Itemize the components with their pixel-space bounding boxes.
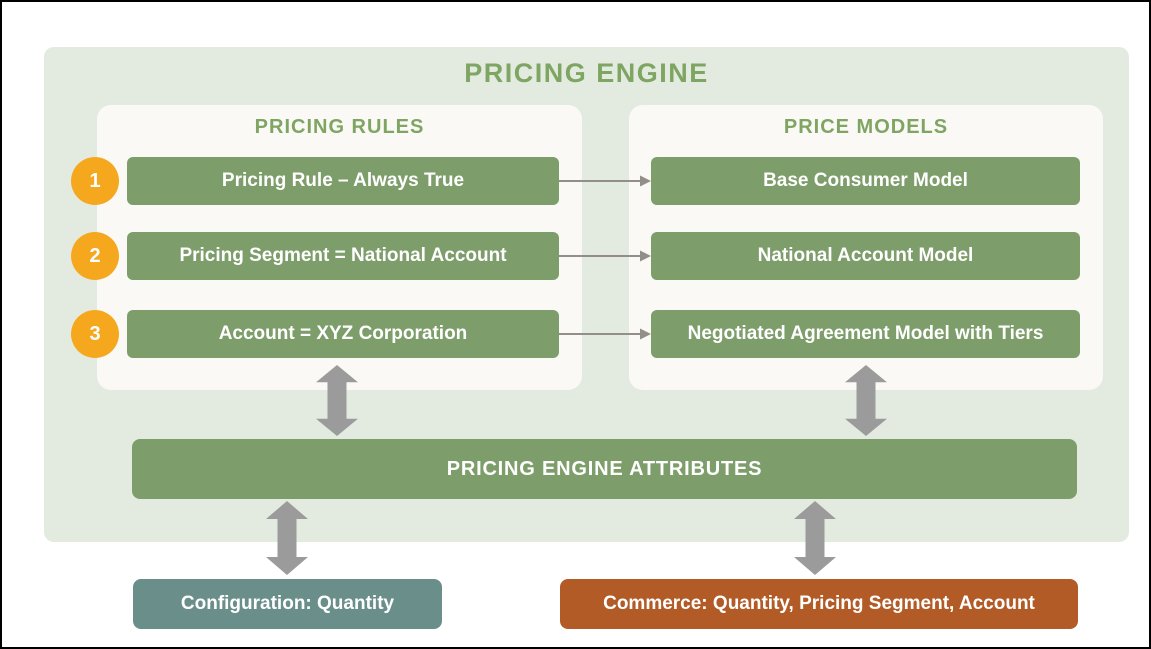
rule-box-3: Account = XYZ Corporation xyxy=(127,310,559,358)
price-models-panel-title: PRICE MODELS xyxy=(783,116,949,138)
model-box-2: National Account Model xyxy=(651,232,1080,280)
attributes-to-configuration-double-arrow-icon xyxy=(266,501,308,575)
step-badge-2: 2 xyxy=(71,232,119,280)
rule-box-1: Pricing Rule – Always True xyxy=(127,157,559,205)
configuration-box: Configuration: Quantity xyxy=(133,579,442,629)
attributes-to-commerce-double-arrow-icon xyxy=(794,501,836,575)
rules-to-attributes-double-arrow-icon xyxy=(316,365,358,436)
model-box-1: Base Consumer Model xyxy=(651,157,1080,205)
pricing-engine-attributes-bar: PRICING ENGINE ATTRIBUTES xyxy=(132,439,1077,499)
pricing-rules-panel-title: PRICING RULES xyxy=(254,116,425,138)
rule-box-2: Pricing Segment = National Account xyxy=(127,232,559,280)
model-box-3: Negotiated Agreement Model with Tiers xyxy=(651,310,1080,358)
commerce-box: Commerce: Quantity, Pricing Segment, Acc… xyxy=(560,579,1078,629)
step-badge-3: 3 xyxy=(71,310,119,358)
rule1-to-model1-arrow-icon xyxy=(559,175,651,187)
diagram-title: PRICING ENGINE xyxy=(464,58,709,88)
step-badge-1: 1 xyxy=(71,157,119,205)
rule2-to-model2-arrow-icon xyxy=(559,250,651,262)
models-to-attributes-double-arrow-icon xyxy=(845,365,887,436)
rule3-to-model3-arrow-icon xyxy=(559,328,651,340)
